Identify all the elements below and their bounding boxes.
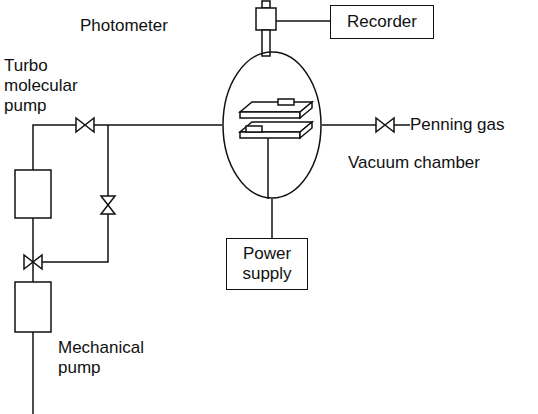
photometer-label: Photometer xyxy=(80,16,168,36)
gas-inlet-label: Penning gas xyxy=(410,115,505,135)
power-supply-box: Power supply xyxy=(226,238,308,290)
chamber-outline xyxy=(222,51,322,199)
vacuum-chamber: Vacuum chamber xyxy=(222,51,322,199)
node-text: Power supply xyxy=(227,244,307,284)
photometer-body xyxy=(256,8,276,30)
turbo-pump-body xyxy=(15,170,51,218)
photometer-cap xyxy=(262,1,270,8)
valve-symbol xyxy=(101,196,115,214)
signal-wire xyxy=(276,20,330,22)
valve-symbol xyxy=(24,255,42,269)
recorder-box: Recorder xyxy=(330,5,434,39)
pump-line xyxy=(32,218,34,282)
node-text: Vacuum chamber xyxy=(348,153,480,173)
pump-line xyxy=(33,125,222,170)
mechanical-pump-body xyxy=(15,282,51,332)
bypass-line xyxy=(33,125,108,262)
mechanical-pump-label: Mechanical pump xyxy=(58,338,158,378)
exhaust-line xyxy=(32,332,34,414)
turbo-pump-label: Turbo molecular pump xyxy=(4,56,104,116)
gas-line xyxy=(322,124,410,126)
node-text: Recorder xyxy=(343,12,421,32)
valve-symbol xyxy=(76,118,94,132)
valve-symbol xyxy=(376,118,394,132)
power-lead xyxy=(271,199,273,238)
